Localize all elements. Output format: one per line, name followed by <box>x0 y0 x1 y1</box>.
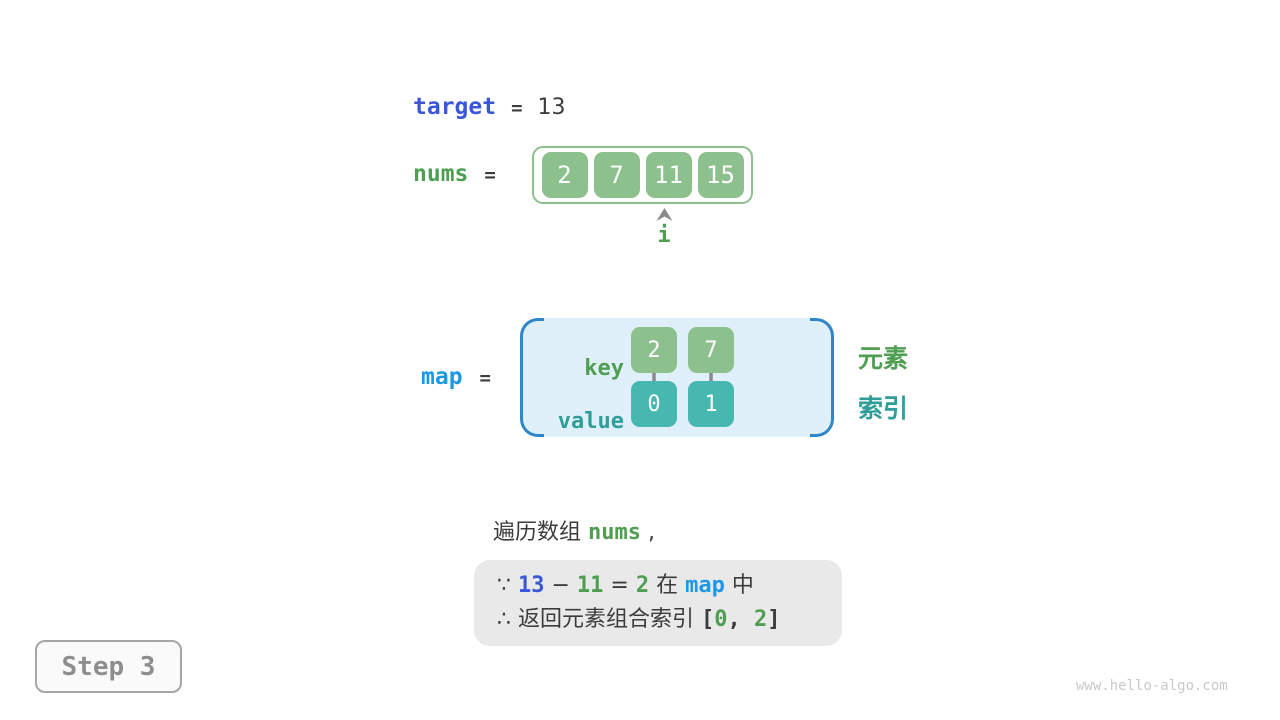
array-cell: 15 <box>697 152 744 198</box>
index-pointer-label: i <box>657 223 671 248</box>
text-segment: 2 <box>635 573 650 598</box>
target-value: 13 <box>537 95 566 120</box>
target-variable-label: target <box>413 94 497 120</box>
map-key-row-label: key <box>584 356 624 381</box>
text-segment: [ <box>701 607 715 632</box>
nums-variable-label: nums <box>413 161 469 187</box>
text-segment: 遍历数组 <box>493 520 588 545</box>
map-key-cell: 2 <box>631 327 677 373</box>
step-badge: Step 3 <box>35 640 182 693</box>
text-segment: , <box>727 607 754 632</box>
caption-line: 遍历数组 nums , <box>493 514 655 546</box>
nums-label-row: nums = <box>413 161 496 187</box>
map-label-row: map = <box>421 364 491 390</box>
array-cell: 2 <box>541 152 588 198</box>
watermark: www.hello-algo.com <box>1076 678 1228 694</box>
target-equals-sign: = <box>511 97 523 119</box>
array-cell: 7 <box>593 152 640 198</box>
index-pointer: i <box>652 208 676 247</box>
map-equals-sign: = <box>479 367 491 389</box>
index-pointer-arrow-icon <box>656 208 672 221</box>
text-segment: 中 <box>724 573 754 598</box>
map-value-cell: 1 <box>688 381 734 427</box>
conclusion-line: ∵ 13 − 11 = 2 在 map 中 <box>497 569 842 603</box>
text-segment: ∴ <box>497 607 518 632</box>
target-row: target = 13 <box>413 94 566 120</box>
map-key-cell: 7 <box>688 327 734 373</box>
text-segment: 11 <box>576 573 604 598</box>
side-label-index: 索引 <box>858 394 909 423</box>
array-cell: 11 <box>645 152 692 198</box>
map-value-cell: 0 <box>631 381 677 427</box>
map-variable-label: map <box>421 364 463 390</box>
text-segment: − <box>544 573 577 598</box>
text-segment: 返回元素组合索引 <box>518 607 701 632</box>
nums-equals-sign: = <box>484 164 496 186</box>
text-segment: nums <box>588 520 641 545</box>
text-segment: 0 <box>714 607 728 632</box>
text-segment: , <box>640 520 655 545</box>
conclusion-line: ∴ 返回元素组合索引 [0, 2] <box>497 603 842 637</box>
conclusion-box: ∵ 13 − 11 = 2 在 map 中∴ 返回元素组合索引 [0, 2] <box>474 560 842 646</box>
text-segment: ∵ <box>497 573 518 598</box>
map-value-row-label: value <box>557 409 624 434</box>
map-brace-left <box>520 318 544 437</box>
text-segment: map <box>685 573 725 598</box>
text-segment: 2 <box>754 607 768 632</box>
step-badge-label: Step 3 <box>61 651 156 682</box>
text-segment: 13 <box>518 573 545 598</box>
text-segment: 在 <box>649 573 686 598</box>
text-segment: ] <box>767 607 781 632</box>
map-brace-right <box>810 318 834 437</box>
side-label-element: 元素 <box>858 344 909 373</box>
text-segment: = <box>603 573 636 598</box>
